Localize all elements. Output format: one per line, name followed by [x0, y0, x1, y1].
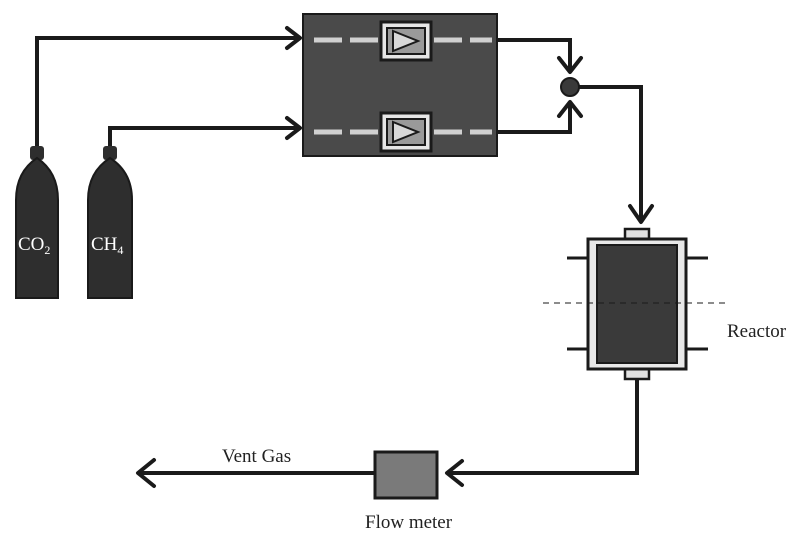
- arrowhead-vent-outlet: [136, 458, 156, 488]
- pipe-reactor-to-flow-meter: [447, 379, 639, 475]
- ch4-cylinder-label: CH4: [91, 234, 123, 257]
- reactor: [543, 227, 726, 381]
- arrowhead-co2-inlet: [285, 26, 302, 50]
- mass-flow-controller-bottom: [379, 111, 433, 153]
- flow-meter-label: Flow meter: [365, 512, 453, 533]
- mixing-point: [560, 77, 580, 97]
- co2-cylinder-label: CO2: [18, 234, 50, 257]
- reactor-label: Reactor: [727, 321, 787, 342]
- arrowhead-ch4-inlet: [285, 116, 302, 140]
- mass-flow-controller-top: [379, 20, 433, 62]
- valve-triangle-icon: [392, 120, 421, 144]
- co2-cylinder: [15, 146, 59, 299]
- arrowhead-mixer-top: [557, 56, 583, 74]
- pipe-ch4-to-controller: [108, 126, 300, 150]
- vent-gas-label: Vent Gas: [222, 446, 291, 467]
- pipe-co2-to-controller: [35, 36, 300, 150]
- reactor-bed: [596, 244, 678, 364]
- pipe-controller-top-outlet: [497, 38, 572, 72]
- pipe-controller-bottom-outlet: [497, 102, 572, 134]
- arrowhead-mixer-bottom: [557, 100, 583, 118]
- ch4-cylinder: [87, 146, 133, 299]
- pipe-mixer-to-reactor: [579, 85, 643, 222]
- valve-triangle-icon: [392, 29, 421, 53]
- arrowhead-reactor-inlet: [628, 204, 654, 224]
- arrowhead-flow-meter-inlet: [445, 459, 464, 487]
- flow-meter: [373, 450, 439, 500]
